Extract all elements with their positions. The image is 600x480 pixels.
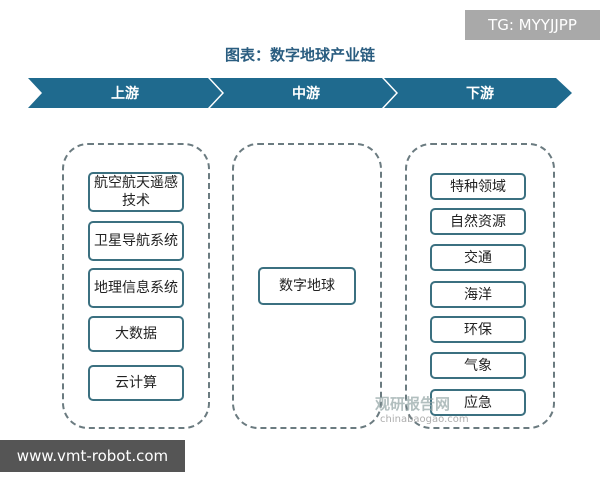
stage-label-midstream: 中游 xyxy=(292,86,320,102)
downstream-item: 应急 xyxy=(430,389,526,416)
downstream-item: 自然资源 xyxy=(430,208,526,235)
watermark-brand: 观研报告网 xyxy=(375,395,451,413)
stage-label-downstream: 下游 xyxy=(466,86,494,102)
downstream-group xyxy=(405,143,555,429)
stage-arrow-downstream xyxy=(384,78,572,108)
upstream-item: 大数据 xyxy=(88,316,184,352)
upstream-item: 航空航天遥感技术 xyxy=(88,172,184,212)
site-label: www.vmt-robot.com xyxy=(0,440,185,472)
downstream-item: 环保 xyxy=(430,316,526,343)
stage-label-upstream: 上游 xyxy=(111,86,139,102)
tg-label: TG: MYYJJPP xyxy=(465,10,600,40)
diagram-title: 图表：数字地球产业链 xyxy=(224,46,375,64)
midstream-item: 数字地球 xyxy=(258,267,356,305)
upstream-item: 卫星导航系统 xyxy=(88,221,184,261)
chain-arrow xyxy=(28,78,572,108)
downstream-item: 交通 xyxy=(430,244,526,271)
watermark-url: chinabaogao.com xyxy=(380,414,469,425)
stage-arrow-midstream xyxy=(210,78,396,108)
upstream-group xyxy=(62,143,210,429)
upstream-item: 云计算 xyxy=(88,365,184,401)
midstream-group xyxy=(232,143,382,429)
downstream-item: 气象 xyxy=(430,352,526,379)
upstream-item: 地理信息系统 xyxy=(88,268,184,308)
downstream-item: 海洋 xyxy=(430,281,526,308)
downstream-item: 特种领域 xyxy=(430,173,526,200)
stage-arrow-upstream xyxy=(28,78,222,108)
